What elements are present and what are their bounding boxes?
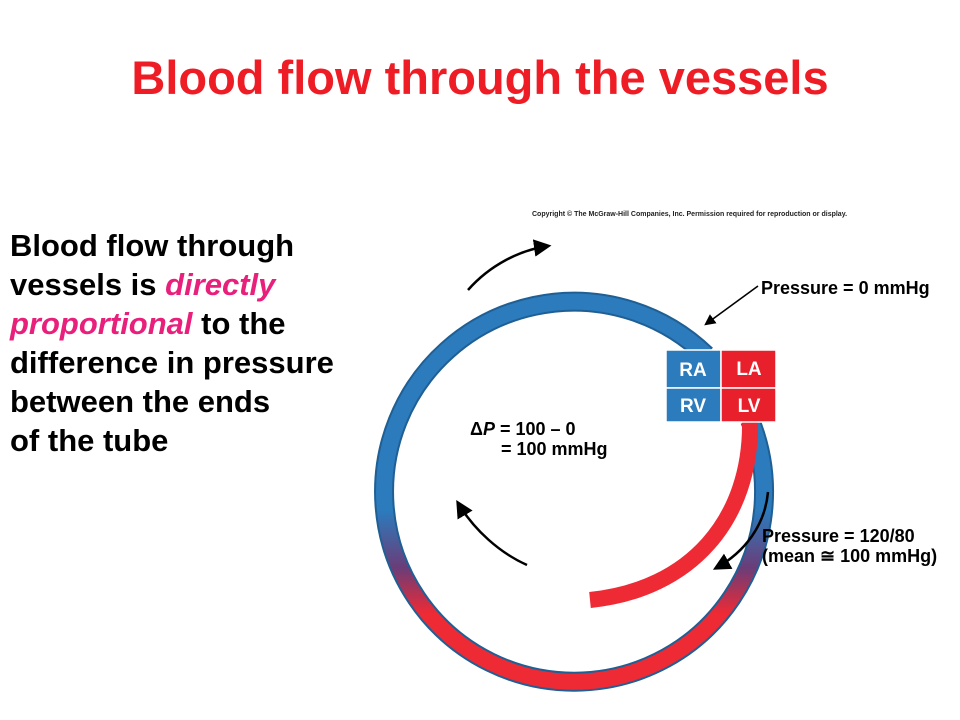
emphasis-directly: directly <box>165 267 276 302</box>
vessel-loop <box>376 293 772 690</box>
copyright-notice: Copyright © The McGraw-Hill Companies, I… <box>532 210 847 218</box>
emphasis-proportional: proportional <box>10 306 193 341</box>
chamber-la-label: LA <box>736 359 762 380</box>
chamber-rv-label: RV <box>680 396 706 417</box>
flow-arrow-top <box>467 239 552 291</box>
body-line-2: vessels is <box>10 267 166 302</box>
arterial-segment <box>589 419 759 608</box>
body-line-4: difference in pressure <box>10 345 334 380</box>
heart: RA LA RV LV <box>665 349 777 423</box>
delta-variable: P <box>483 419 496 439</box>
body-text: Blood flow through vessels is directly p… <box>10 226 410 460</box>
pressure-bottom-label-1: Pressure = 120/80 <box>762 526 915 546</box>
slide-title: Blood flow through the vessels <box>131 51 829 104</box>
flow-arrow-lower-left <box>456 499 528 567</box>
pressure-bottom-label-2: (mean ≅ 100 mmHg) <box>762 546 937 566</box>
body-line-3: to the <box>192 306 286 341</box>
body-line-5: between the ends <box>10 384 271 419</box>
delta-p-result: = 100 mmHg <box>501 439 608 459</box>
chamber-la-box <box>720 349 777 389</box>
delta-symbol: Δ <box>470 419 483 439</box>
pointer-pressure-top <box>704 285 759 326</box>
chamber-lv-label: LV <box>738 396 761 417</box>
pressure-top-label: Pressure = 0 mmHg <box>761 278 930 298</box>
chamber-ra-label: RA <box>679 360 707 381</box>
body-line-1: Blood flow through <box>10 228 295 263</box>
chamber-lv-box <box>720 387 777 423</box>
delta-equation: = 100 – 0 <box>495 419 576 439</box>
flow-arrow-lower-right <box>712 491 770 570</box>
body-line-6: of the tube <box>10 423 169 458</box>
delta-p-label: ΔP = 100 – 0 <box>470 419 576 439</box>
